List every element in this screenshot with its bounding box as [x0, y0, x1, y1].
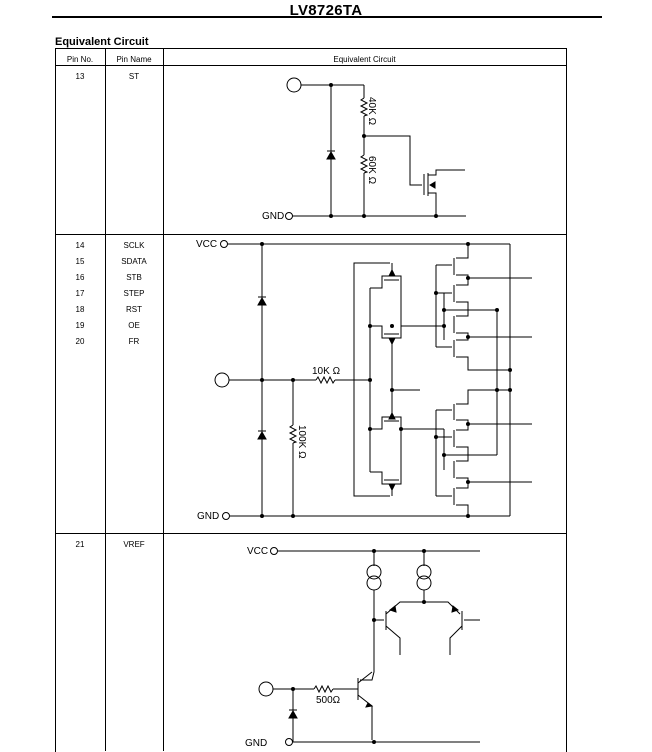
header-pin-name: Pin Name: [116, 55, 152, 64]
resistor-60k: [359, 154, 369, 174]
pin-number: 14: [75, 241, 85, 250]
pin-name: SDATA: [121, 257, 147, 266]
resistor-10k-label: 10K Ω: [312, 366, 341, 377]
resistor-100k-label: 100K Ω: [296, 425, 307, 459]
equivalent-circuit-table: [55, 48, 567, 752]
logic-input-terminal: [214, 372, 230, 388]
column-divider: [105, 48, 106, 751]
row-divider: [55, 533, 567, 534]
pin-number: 17: [75, 289, 85, 298]
logic-input-equivalent-circuit: VCC GND 100K Ω 10K Ω: [196, 239, 532, 522]
vref-equivalent-circuit: VCC 500: [245, 546, 480, 749]
pin-number: 18: [75, 305, 85, 314]
header-pin-no: Pin No.: [66, 55, 94, 64]
st-equivalent-circuit: 40K Ω 60K Ω GND: [262, 77, 466, 222]
pin-number: 20: [75, 337, 85, 346]
resistor-40k-label: 40K Ω: [366, 97, 377, 126]
pin-name: STB: [126, 273, 142, 282]
logic-gnd-label: GND: [197, 511, 219, 522]
resistor-500-label: 500Ω: [316, 695, 341, 706]
pin-name: STEP: [123, 289, 145, 298]
vref-input-terminal: [258, 681, 274, 697]
clamp-diode: [326, 150, 336, 160]
resistor-60k-label: 60K Ω: [366, 156, 377, 185]
document-title: LV8726TA: [289, 2, 363, 19]
st-input-terminal: [286, 77, 302, 93]
pin-number: 15: [75, 257, 85, 266]
logic-vcc-label: VCC: [196, 239, 217, 250]
header-equivalent-circuit: Equivalent Circuit: [333, 55, 396, 64]
pin-name: VREF: [123, 540, 145, 549]
resistor-10k: [315, 375, 336, 385]
resistor-40k: [359, 97, 369, 117]
pin-name: FR: [128, 337, 140, 346]
row-divider: [55, 234, 567, 235]
pin-number: 21: [75, 540, 85, 549]
section-title: Equivalent Circuit: [55, 36, 149, 48]
pin-number: 13: [75, 72, 85, 81]
pin-number: 19: [75, 321, 85, 330]
pin-name: ST: [128, 72, 140, 81]
column-divider: [163, 48, 164, 751]
st-gnd-label: GND: [262, 211, 284, 222]
pin-number: 16: [75, 273, 85, 282]
resistor-100k: [288, 424, 298, 444]
vref-gnd-label: GND: [245, 738, 267, 749]
header-rule: [52, 16, 602, 18]
vref-vcc-label: VCC: [247, 546, 268, 557]
pin-name: RST: [126, 305, 142, 314]
pin-name: OE: [128, 321, 140, 330]
header-row-divider: [55, 65, 567, 66]
pin-name: SCLK: [123, 241, 145, 250]
resistor-500: [313, 684, 334, 694]
